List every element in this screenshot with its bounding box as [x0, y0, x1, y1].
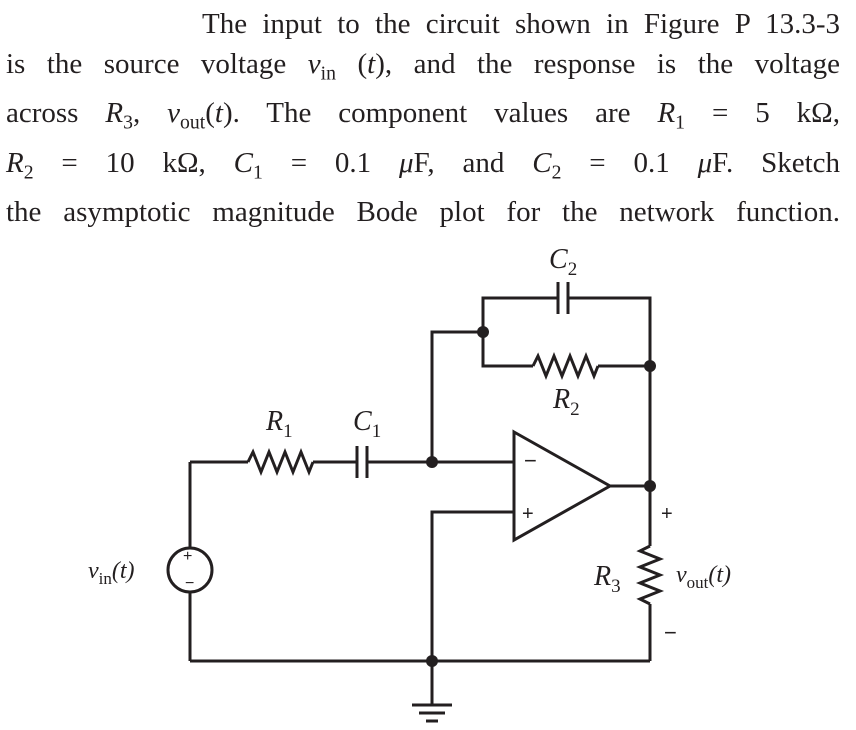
label-vin: vin(t): [88, 558, 135, 588]
label-vout: vout(t): [676, 562, 731, 592]
opamp-body: [512, 429, 614, 543]
source-plus-sign: +: [183, 548, 192, 565]
wire-noninverting: [430, 510, 514, 661]
wire-r2-left: [481, 332, 533, 368]
resistor-r1: [246, 447, 315, 477]
label-r1: R1: [265, 406, 293, 442]
junction-dot-output: [644, 480, 656, 492]
output-minus-sign: −: [664, 620, 677, 645]
label-r3: R3: [593, 561, 621, 597]
label-c2: C2: [549, 244, 577, 280]
opamp-plus-sign: +: [522, 503, 534, 525]
ground-icon: [412, 703, 452, 723]
wire-c2-left: [481, 296, 558, 332]
voltage-source-icon: [166, 546, 214, 594]
junction-dot-feedback-left: [477, 326, 489, 338]
output-plus-sign: +: [661, 503, 673, 525]
problem-line-3: across R3, vout(t). The component values…: [6, 97, 840, 134]
wire-feedback-left-vertical: [430, 330, 483, 462]
label-r2: R2: [552, 384, 580, 420]
source-minus-sign: −: [185, 575, 194, 592]
opamp-minus-sign: −: [524, 448, 537, 473]
junction-dots: [426, 326, 656, 667]
problem-line-5: the asymptotic magnitude Bode plot for t…: [6, 195, 840, 228]
problem-line-1: The input to the circuit shown in Figure…: [202, 8, 840, 40]
problem-statement: The input to the circuit shown in Figure…: [6, 4, 840, 232]
junction-dot-feedback-right: [644, 360, 656, 372]
problem-line-2: is the source voltage vin (t), and the r…: [6, 48, 840, 85]
problem-line-4: R2 = 10 kΩ, C1 = 0.1 μF, and C2 = 0.1 μF…: [6, 146, 840, 183]
junction-dot-inverting: [426, 456, 438, 468]
resistor-r3: [635, 544, 665, 606]
resistor-r2: [531, 351, 600, 381]
label-c1: C1: [353, 406, 381, 442]
junction-dot-ground: [426, 655, 438, 667]
wire-c2-right: [568, 296, 652, 366]
